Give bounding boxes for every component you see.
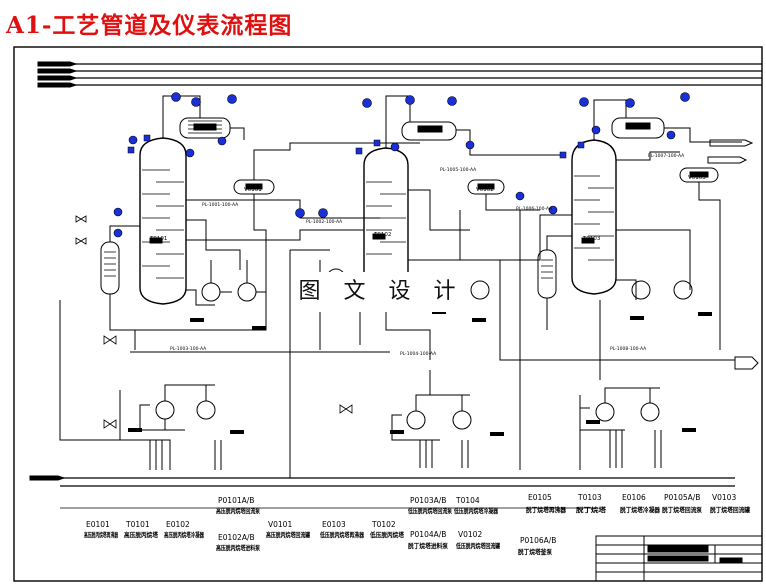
pipe-label: PL-1008-100-AA — [610, 346, 647, 352]
legend-tag: T0104 — [455, 496, 480, 505]
legend-tag: V0101 — [268, 520, 292, 529]
legend-desc: 脱丁烷塔釜泵 — [518, 547, 552, 556]
title-block — [595, 535, 763, 582]
legend-desc: 高压脱丙烷塔再沸器 — [84, 530, 118, 539]
drawing-title: A1-工艺管道及仪表流程图 — [6, 12, 293, 39]
pipe-label: PL-1005-100-AA — [440, 167, 477, 173]
pipe-label: PL-1002-100-AA — [306, 219, 343, 225]
pumps-p0105ab — [631, 280, 693, 300]
drum-v0103-tag: V0103 — [688, 175, 706, 181]
legend-tag: E0102 — [166, 520, 190, 529]
legend-tag: V0103 — [712, 493, 736, 502]
pumps-p0103ab — [391, 370, 472, 441]
instrument-squares — [127, 134, 585, 159]
tag-boxes — [128, 310, 712, 436]
tower-t0101 — [139, 137, 187, 305]
equipment-legend: E0101 T0101 E0102 P0101A/B E0102A/B V010… — [60, 493, 750, 556]
legend-desc: 低压脱丙烷塔冷凝器 — [453, 506, 498, 515]
legend-tag: P0105A/B — [664, 493, 700, 502]
condenser-e0106 — [611, 117, 665, 139]
pumps-p0101ab — [201, 260, 266, 302]
legend-desc: 脱丁烷塔 — [576, 505, 607, 514]
pipe-label: PL-1001-100-AA — [202, 202, 239, 208]
tower-t0103 — [571, 139, 617, 295]
condenser-e0104 — [401, 121, 457, 141]
condenser-e0102 — [179, 117, 231, 139]
watermark-text: 图 文 设 计 — [292, 272, 470, 312]
drain-pipes-2 — [419, 440, 469, 468]
reboiler-e0105 — [537, 249, 557, 299]
pipe-label: PL-1003-100-AA — [170, 346, 207, 352]
drain-pipes-1 — [149, 440, 222, 470]
pumps-p0102ab — [139, 384, 216, 431]
legend-tag: V0102 — [458, 530, 482, 539]
reboiler-e0101 — [100, 241, 120, 295]
legend-desc: 高压脱丙烷塔 — [124, 530, 158, 539]
tower-t0103-tag: T0103 — [582, 236, 601, 242]
legend-tag: T0101 — [125, 520, 150, 529]
legend-tag: T0102 — [371, 520, 396, 529]
legend-tag: P0101A/B — [218, 496, 254, 505]
legend-tag: E0103 — [322, 520, 346, 529]
legend-desc: 脱丁烷塔冷凝器 — [620, 505, 660, 514]
legend-tag: P0103A/B — [410, 496, 446, 505]
drawing-frame — [13, 46, 763, 582]
legend-desc: 脱丁烷塔回流罐 — [710, 505, 750, 514]
legend-tag: E0101 — [86, 520, 110, 529]
legend-desc: 高压脱丙烷塔冷凝器 — [164, 530, 204, 539]
legend-tag: E0105 — [528, 493, 552, 502]
legend-desc: 高压脱丙烷塔回流罐 — [266, 530, 310, 539]
legend-tag: T0103 — [577, 493, 602, 502]
legend-desc: 低压脱丙烷塔回流泵 — [407, 506, 452, 515]
tower-t0102-tag: T0102 — [373, 232, 391, 238]
instrument-bubbles — [113, 92, 690, 238]
legend-tag: P0104A/B — [410, 530, 446, 539]
drum-v0102-tag: V0102 — [476, 187, 494, 193]
pumps-p0106ab — [579, 387, 660, 431]
legend-desc: 低压脱丙烷塔回流罐 — [455, 541, 500, 550]
legend-desc: 高压脱丙烷塔进料泵 — [216, 543, 260, 552]
legend-desc: 低压脱丙烷塔再沸器 — [319, 530, 364, 539]
drum-v0101-tag: V0101 — [244, 187, 262, 193]
legend-desc: 高压脱丙烷塔回流泵 — [216, 506, 260, 515]
legend-tag: E0102A/B — [218, 533, 255, 542]
tower-t0101-tag: T0101 — [149, 236, 167, 242]
pipe-label: PL-1006-100-AA — [516, 206, 553, 212]
legend-desc: 低压脱丙烷塔 — [369, 530, 404, 539]
pipe-label: PL-1007-100-AA — [648, 153, 685, 159]
legend-desc: 脱丁烷塔再沸器 — [526, 505, 566, 514]
control-valves-1 — [75, 215, 353, 429]
legend-tag: E0106 — [622, 493, 646, 502]
legend-desc: 脱丁烷塔进料泵 — [408, 541, 448, 550]
drain-pipes-3 — [609, 430, 662, 468]
pipe-label: PL-1004-100-AA — [400, 351, 437, 357]
legend-desc: 脱丁烷塔回流泵 — [662, 505, 702, 514]
legend-tag: P0106A/B — [520, 536, 556, 545]
